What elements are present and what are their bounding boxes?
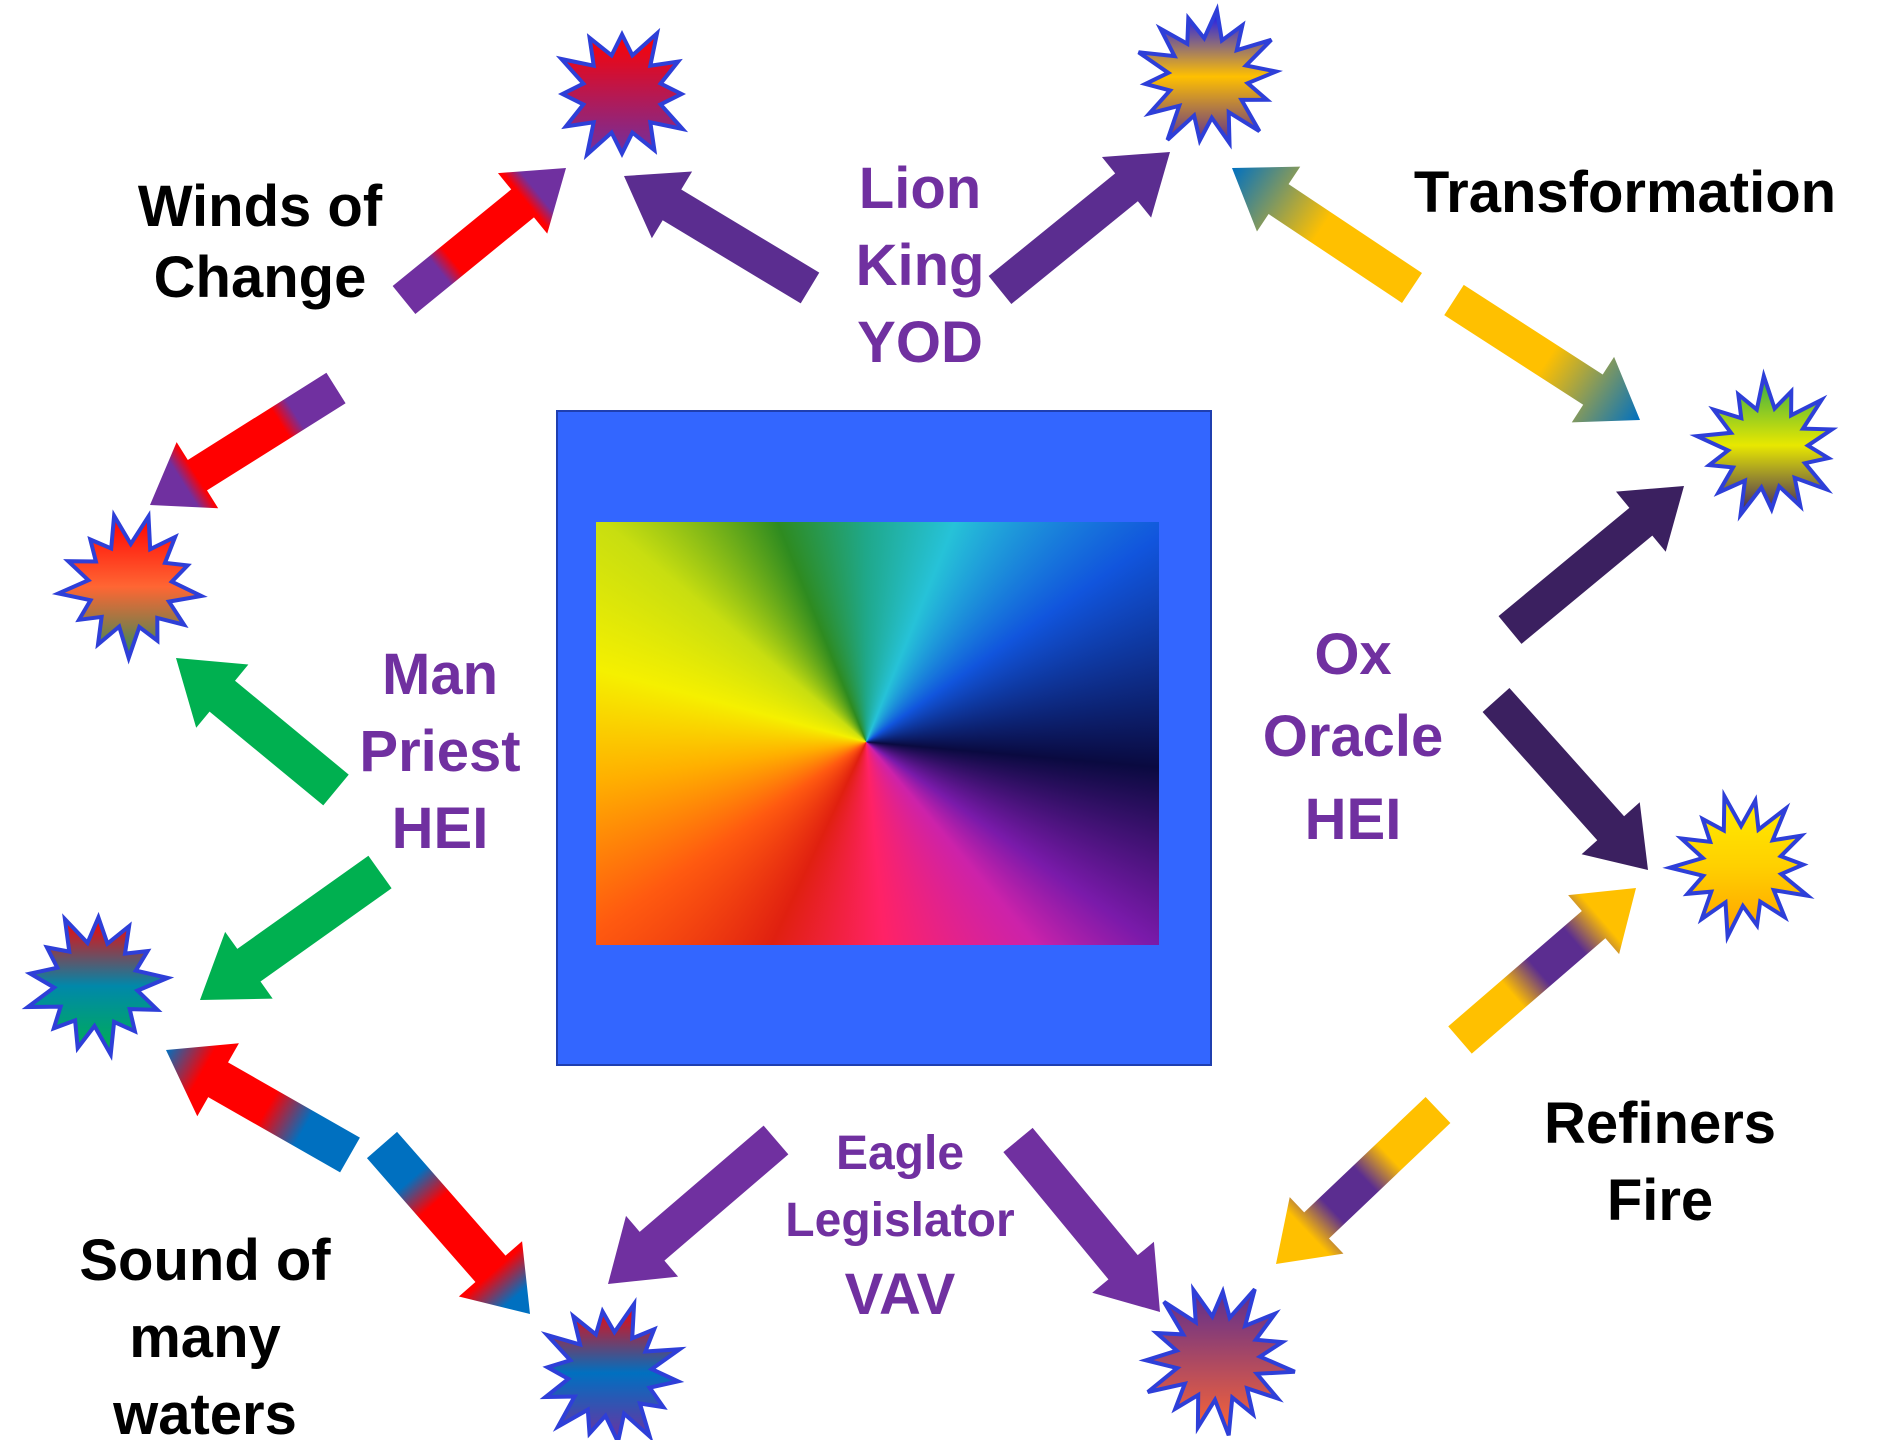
arrow-eagle-to-star-bottom-right	[1003, 1127, 1161, 1313]
label-transformation: Transformation	[1413, 160, 1837, 225]
arrow-ox-to-star-right-upper	[1498, 485, 1685, 644]
star-left-lower	[21, 911, 175, 1061]
arrow-ox-to-star-right-lower	[1482, 688, 1649, 870]
arrow-transformation-to-star-right-upper	[1444, 284, 1641, 423]
arrow-lion-to-star-top-left	[624, 171, 820, 304]
star-right-lower	[1662, 788, 1815, 945]
arrow-transformation-to-star-top-right	[1231, 166, 1422, 303]
star-top-left	[555, 27, 689, 161]
arrow-winds-to-star-left-upper	[150, 372, 346, 509]
star-top-right	[1137, 3, 1283, 150]
star-bottom-left	[539, 1297, 687, 1440]
arrow-lion-to-star-top-right	[988, 151, 1170, 304]
star-left-upper	[51, 509, 208, 665]
arrow-sound-to-star-left-lower	[165, 1043, 360, 1173]
arrow-winds-to-star-top-left	[392, 168, 567, 314]
star-right-upper	[1689, 368, 1839, 522]
arrow-sound-to-star-bottom-left	[366, 1131, 531, 1314]
arrow-refiners-to-star-right-lower	[1448, 888, 1637, 1054]
arrow-man-to-star-left-lower	[199, 855, 392, 1000]
arrow-man-to-star-left-upper	[175, 658, 349, 806]
rainbow-burst-image	[596, 522, 1159, 945]
star-bottom-right	[1138, 1283, 1296, 1437]
arrow-refiners-to-star-bottom-right	[1276, 1096, 1451, 1265]
arrow-eagle-to-star-bottom-left	[607, 1125, 789, 1284]
